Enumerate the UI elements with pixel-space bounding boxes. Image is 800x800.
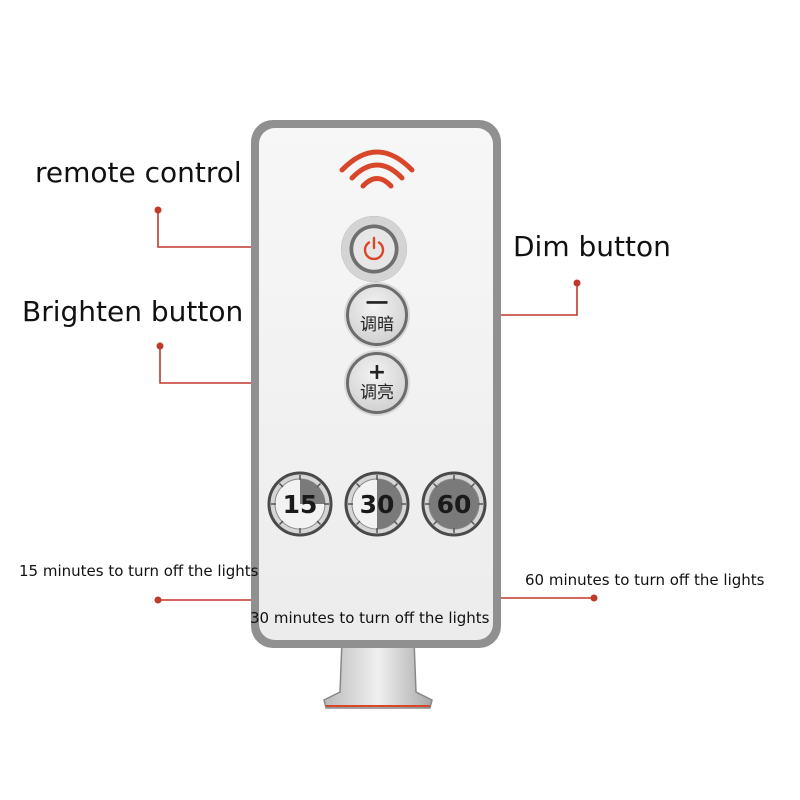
dim-button-dot: [573, 279, 581, 287]
dim-button-label: Dim button: [513, 230, 671, 263]
infrared-signal-icon: [339, 149, 415, 189]
minus-sign: 一: [365, 292, 388, 317]
min60-label: 60 minutes to turn off the lights: [525, 571, 765, 589]
dim-button-text: 调暗: [360, 315, 394, 335]
remote-stand: [323, 640, 433, 709]
timer-60-label: 60: [437, 490, 472, 519]
min60-dot: [590, 594, 598, 602]
remote-control-label: remote control: [35, 156, 242, 189]
timer-ticks: [425, 475, 483, 533]
plus-sign: +: [367, 360, 387, 385]
remote-control-dot: [154, 206, 162, 214]
timer-15-button[interactable]: 15: [267, 471, 333, 537]
timer-60-button[interactable]: 60: [421, 471, 487, 537]
dim-button[interactable]: 一 调暗: [346, 284, 408, 346]
brighten-button-dot: [156, 342, 164, 350]
min30-label: 30 minutes to turn off the lights: [250, 609, 490, 627]
timer-30-label: 30: [360, 490, 395, 519]
brighten-button[interactable]: + 调亮: [346, 352, 408, 414]
min15-label: 15 minutes to turn off the lights: [19, 562, 259, 580]
brighten-button-text: 调亮: [360, 383, 394, 403]
timer-ticks: [271, 475, 329, 533]
timer-15-label: 15: [283, 490, 318, 519]
timer-ticks: [348, 475, 406, 533]
brighten-button-label: Brighten button: [22, 295, 244, 328]
power-button[interactable]: [341, 216, 407, 282]
min15-dot: [154, 596, 162, 604]
power-icon: [363, 236, 385, 261]
timer-30-button[interactable]: 30: [344, 471, 410, 537]
